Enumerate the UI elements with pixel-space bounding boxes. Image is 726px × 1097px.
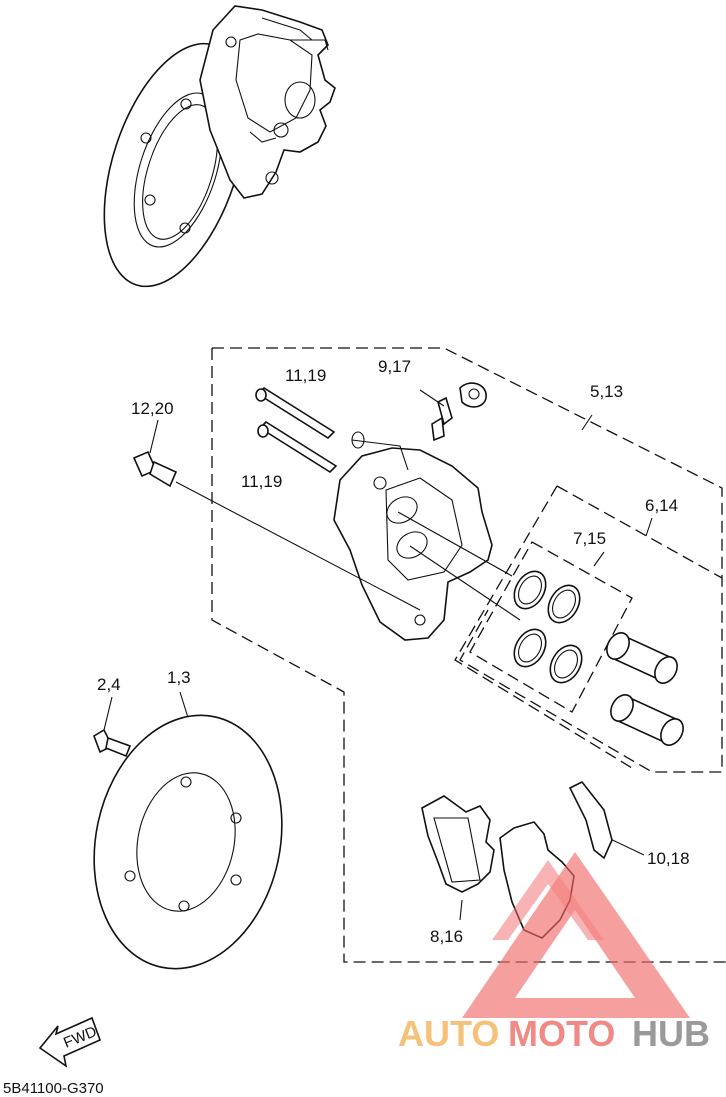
leader-lines: [103, 389, 653, 921]
piston-seals-outline: [469, 541, 633, 713]
label-pin-lower: 11,19: [241, 472, 282, 491]
label-seal-kit: 6,14: [645, 496, 678, 515]
pad-spring: [568, 780, 613, 860]
watermark-moto: MOTO: [508, 1013, 615, 1054]
bleed-screw: [431, 382, 487, 442]
label-caliper-bolt: 12,20: [131, 399, 174, 418]
diagram-code: 5B41100-G370: [3, 1080, 104, 1097]
label-pin-upper: 11,19: [285, 366, 326, 385]
seal-kit-outline: [454, 485, 723, 769]
caliper-bolt: [132, 450, 178, 488]
label-bleed-screw: 9,17: [378, 357, 411, 376]
watermark-logo: [462, 852, 690, 1018]
label-pad-spring: 10,18: [647, 849, 690, 868]
label-piston-seals: 7,15: [573, 529, 606, 548]
watermark-auto: AUTO: [398, 1013, 499, 1054]
label-bolt-disc: 2,4: [97, 675, 121, 694]
brake-disc: [93, 714, 283, 970]
label-disc: 1,3: [167, 668, 191, 687]
piston-seals: [513, 570, 583, 684]
slide-pin-lower: [257, 420, 338, 474]
slide-pin-upper: [255, 386, 336, 440]
fwd-arrow-icon: FWD: [38, 1016, 102, 1068]
watermark-triangle-icon: [462, 852, 690, 1018]
watermark-hub: HUB: [632, 1013, 710, 1054]
assembled-brake-illustration: [103, 5, 336, 288]
caliper-assembly-outline: [211, 347, 726, 963]
caliper-pistons: [606, 632, 684, 746]
caliper-body: [333, 431, 493, 641]
label-caliper-assy: 5,13: [590, 382, 623, 401]
watermark-text: AUTO MOTO HUB: [398, 1013, 710, 1054]
label-pad-kit: 8,16: [430, 927, 463, 946]
disc-bolt: [93, 728, 132, 758]
